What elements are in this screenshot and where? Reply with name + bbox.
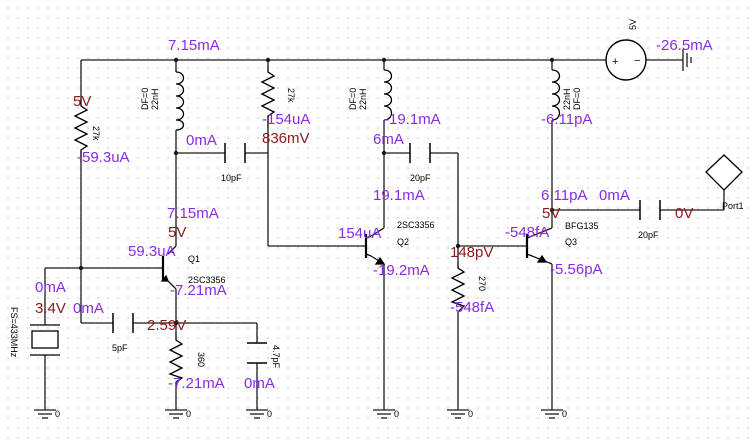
- q3-transistor[interactable]: [525, 234, 548, 263]
- ground-label: 0: [394, 409, 400, 419]
- c2-value: 20pF: [410, 173, 431, 183]
- q3-collector-voltage: 5V: [542, 205, 561, 222]
- ground-icon: [33, 409, 57, 419]
- c-4p7-capacitor[interactable]: [247, 342, 267, 364]
- l3-df: DF=0: [572, 87, 582, 110]
- l1-current: 0mA: [186, 132, 217, 149]
- l2-current-2: 6mA: [373, 131, 404, 148]
- r1-node-voltage: 5V: [73, 93, 92, 110]
- c-4p7-current: 0mA: [244, 375, 275, 392]
- q1-name: Q1: [188, 254, 201, 264]
- c-out-value: 20pF: [638, 230, 659, 240]
- q1-collector-voltage: 5V: [168, 224, 187, 241]
- ground-icon: [372, 409, 396, 419]
- ground-label: 0: [562, 409, 568, 419]
- q2-part: 2SC3356: [397, 220, 435, 230]
- l1-value: 22nH: [150, 88, 160, 110]
- l3-inductor[interactable]: [551, 69, 561, 121]
- l2-df: DF=0: [348, 87, 358, 110]
- c-4p7-value: 4.7pF: [271, 345, 281, 369]
- q1-part: 2SC3356: [188, 275, 226, 285]
- r2-voltage: 836mV: [262, 130, 310, 147]
- ground-label: 0: [55, 409, 61, 419]
- c1-value: 10pF: [221, 173, 242, 183]
- c2-capacitor[interactable]: [409, 143, 431, 163]
- source-current: -26.5mA: [656, 37, 713, 54]
- c1-capacitor[interactable]: [224, 143, 246, 163]
- emitter-node-voltage: 2.59V: [147, 317, 187, 334]
- r1-value: 27k: [91, 126, 101, 141]
- ground-label: 0: [186, 409, 192, 419]
- ground-icon: [540, 409, 564, 419]
- l2-value: 22nH: [358, 88, 368, 110]
- l1-inductor[interactable]: [175, 68, 185, 131]
- crystal-current: 0mA: [35, 279, 66, 296]
- l2-inductor[interactable]: [383, 69, 393, 121]
- c-5pf-capacitor[interactable]: [112, 313, 134, 333]
- r360-value: 360: [196, 352, 206, 368]
- port-name: Port1: [722, 201, 744, 211]
- r270-resistor[interactable]: [450, 262, 466, 313]
- c-5pf-value: 5pF: [112, 343, 128, 353]
- q1-emitter-current: -7.21mA: [170, 282, 227, 299]
- q2-emitter-current: -19.2mA: [373, 262, 430, 279]
- q3-current-2: 0mA: [599, 187, 630, 204]
- r2-current: -154uA: [262, 111, 311, 128]
- r360-resistor[interactable]: [168, 333, 184, 383]
- q3-base-current: -548fA: [505, 224, 550, 241]
- r270-value: 270: [477, 276, 487, 292]
- ground-label: 0: [267, 409, 273, 419]
- ground-label: 0: [468, 409, 474, 419]
- r2-resistor[interactable]: [260, 66, 276, 128]
- q2-collector-current: 19.1mA: [373, 187, 425, 204]
- l3-value: 22nH: [562, 88, 572, 110]
- svg-text:−: −: [634, 55, 640, 67]
- crystal-current-2: 0mA: [73, 300, 104, 317]
- source-label: 5V: [628, 18, 638, 30]
- r1-current: -59.3uA: [77, 149, 130, 166]
- q2-name: Q2: [397, 237, 410, 247]
- r270-current: -548fA: [450, 299, 495, 316]
- r360-current: -7.21mA: [168, 375, 225, 392]
- l1-df: DF=0: [140, 87, 150, 110]
- ground-icon: [446, 409, 470, 419]
- r270-voltage: 148pV: [450, 244, 494, 261]
- q3-emitter-current: -5.56pA: [550, 261, 603, 278]
- q2-base-current: 154uA: [338, 225, 382, 242]
- r2-value: 27k: [286, 88, 296, 103]
- r1-resistor[interactable]: [73, 98, 89, 162]
- top-rail-current: 7.15mA: [168, 37, 220, 54]
- junctions: [78, 57, 555, 326]
- wires: [44, 59, 725, 410]
- l2-current: -19.1mA: [384, 111, 441, 128]
- q1-transistor[interactable]: [160, 256, 169, 282]
- q1-collector-current: 7.15mA: [167, 205, 219, 222]
- output-voltage: 0V: [675, 205, 694, 222]
- q3-part: BFG135: [565, 221, 599, 231]
- crystal-icon[interactable]: [30, 324, 60, 356]
- source-ground-icon: [682, 49, 692, 71]
- ground-icon: [245, 409, 269, 419]
- port-diamond-icon[interactable]: [705, 154, 743, 191]
- q3-collector-current: 6.11pA: [541, 187, 588, 204]
- crystal-voltage: 3.4V: [35, 300, 66, 317]
- q2-transistor[interactable]: [364, 234, 386, 265]
- q3-name: Q3: [565, 237, 578, 247]
- l3-current: -6.11pA: [541, 111, 593, 128]
- svg-text:+: +: [612, 56, 618, 68]
- ground-icon: [164, 409, 188, 419]
- dc-voltage-source-icon[interactable]: + −: [605, 39, 647, 81]
- crystal-frequency: FS=433MHz: [9, 307, 19, 358]
- q1-base-current: 59.3uA: [128, 243, 176, 260]
- c-out-capacitor[interactable]: [639, 200, 661, 220]
